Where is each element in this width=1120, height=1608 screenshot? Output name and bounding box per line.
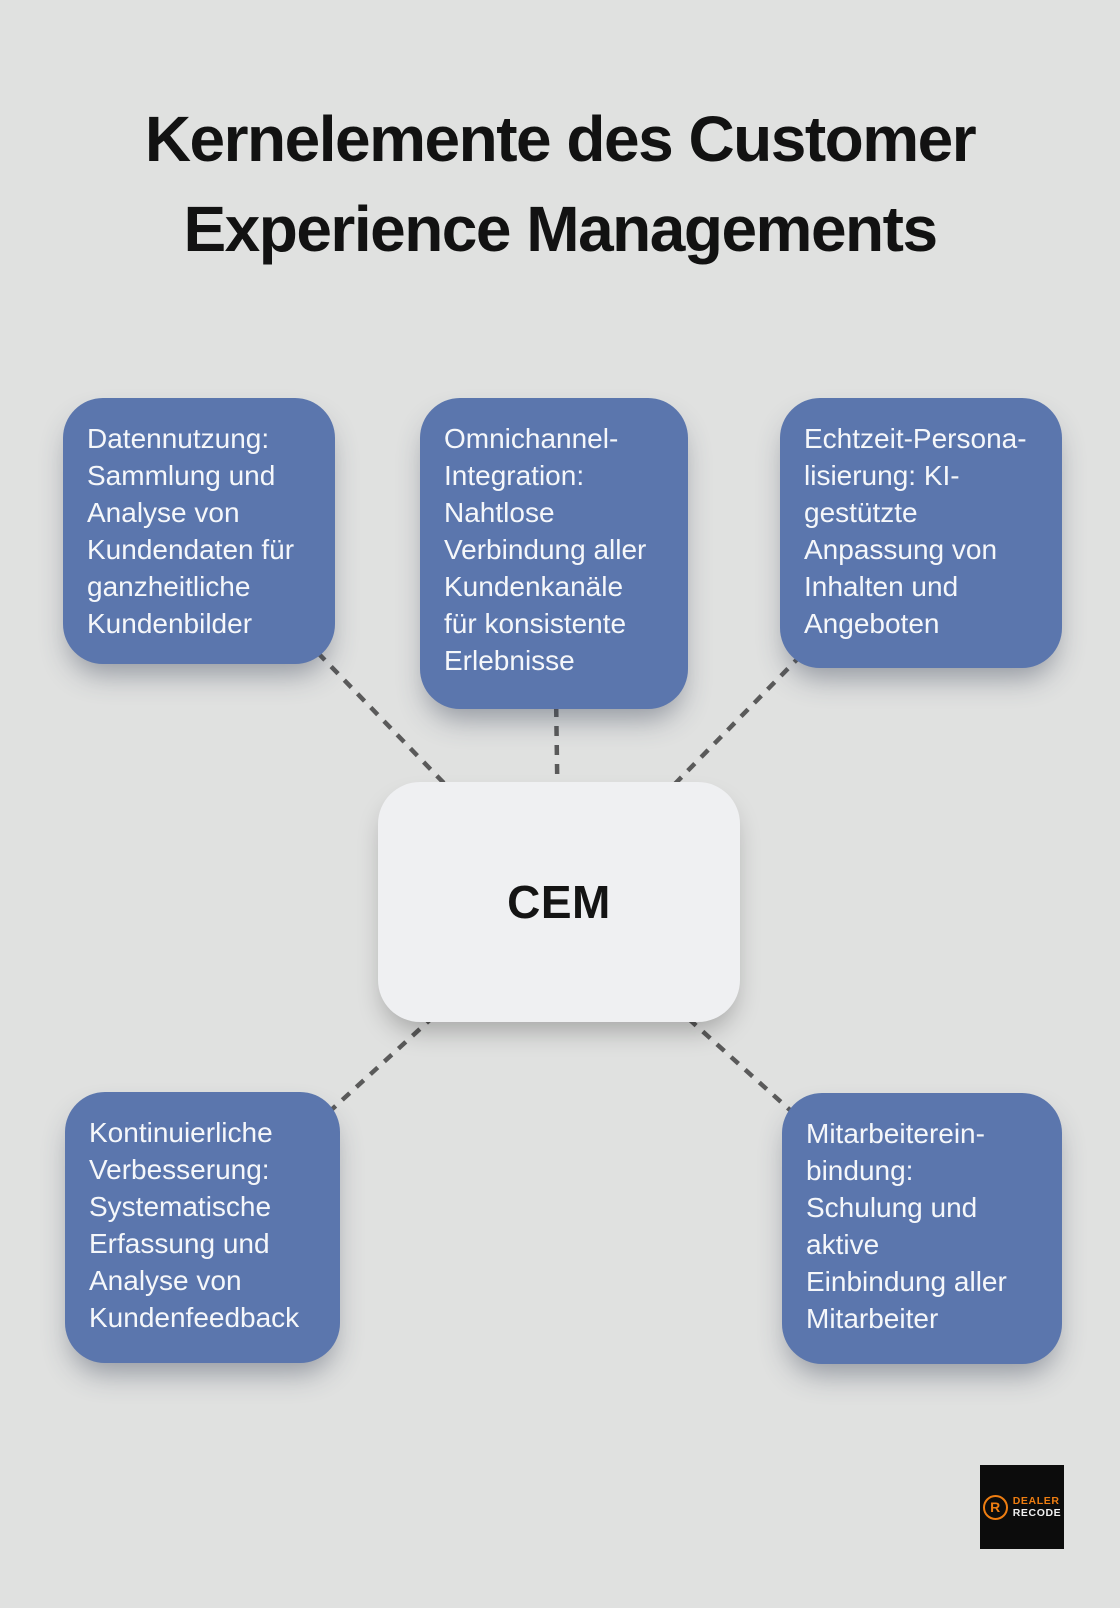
node-mitarbeitereinbindung: Mitarbeiterein- bindung: Schulung und ak… <box>782 1093 1062 1364</box>
node-datennutzung: Datennutzung: Sammlung und Analyse von K… <box>63 398 335 664</box>
r-circle-icon: R <box>982 1494 1008 1520</box>
node-mitarbeiter-label: Mitarbeiterein- bindung: Schulung und ak… <box>806 1118 1007 1334</box>
page-title: Kernelemente des Customer Experience Man… <box>144 103 977 265</box>
brand-word-dealer: DEALER <box>1012 1494 1060 1507</box>
node-omnichannel-integration: Omnichannel- Integration: Nahtlose Verbi… <box>420 398 688 709</box>
r-circle-icon-letter: R <box>990 1499 1001 1515</box>
brand-logo: R DEALER RECODE <box>980 1465 1064 1549</box>
brand-word-recode: RECODE <box>1012 1507 1062 1519</box>
center-node-label: CEM <box>507 876 611 928</box>
node-kontinuierliche-verbesserung: Kontinuierliche Verbesserung: Systematis… <box>65 1092 340 1363</box>
center-node-cem: CEM <box>378 782 740 1022</box>
node-verbesserung-label: Kontinuierliche Verbesserung: Systematis… <box>89 1117 300 1333</box>
node-datennutzung-label: Datennutzung: Sammlung und Analyse von K… <box>87 423 295 639</box>
node-omnichannel-label: Omnichannel- Integration: Nahtlose Verbi… <box>444 423 647 676</box>
node-echtzeit-label: Echtzeit-Persona- lisierung: KI- gestütz… <box>804 423 1027 639</box>
brand-wordmark: DEALER RECODE <box>1013 1495 1062 1520</box>
node-echtzeit-personalisierung: Echtzeit-Persona- lisierung: KI- gestütz… <box>780 398 1062 668</box>
